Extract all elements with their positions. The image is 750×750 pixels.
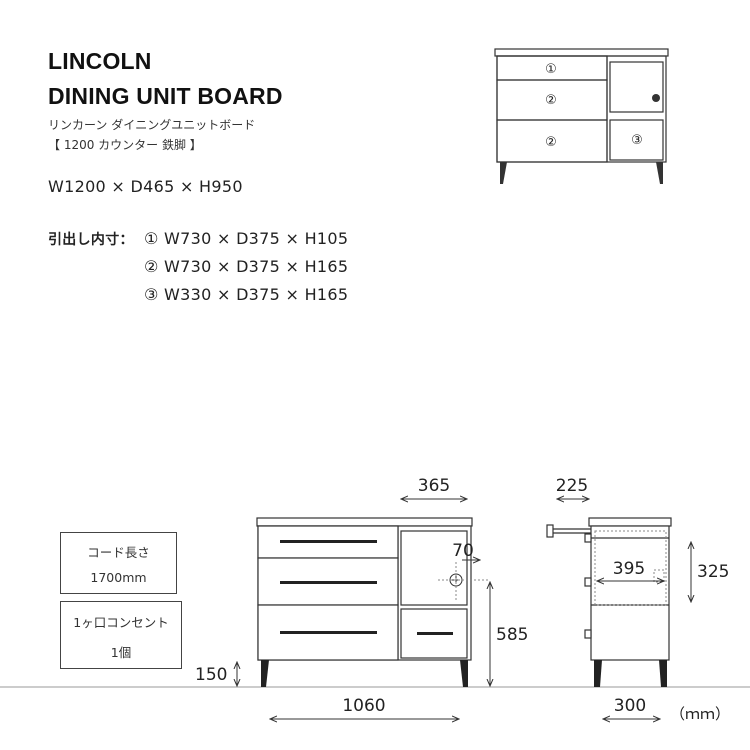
side-inner-space xyxy=(594,530,667,606)
front-top-board xyxy=(256,517,473,527)
dim-150-label: 150 xyxy=(195,665,227,685)
thumb-label-3: ③ xyxy=(631,133,643,148)
handle-2a xyxy=(280,581,377,584)
dim-70-label: 70 xyxy=(452,541,474,561)
dim-395-label: 395 xyxy=(613,559,645,579)
dim-300-label: 300 xyxy=(614,696,646,716)
front-leg-right xyxy=(460,660,468,687)
handle-1 xyxy=(280,540,377,543)
side-outlet-mark xyxy=(653,569,665,583)
dim-325-label: 325 xyxy=(697,562,729,582)
front-leg-left xyxy=(261,660,269,687)
side-leg-right xyxy=(659,660,667,687)
side-handle-2 xyxy=(584,577,592,587)
thumb-drawer-3 xyxy=(609,119,664,161)
product-variant: 【 1200 カウンター 鉄脚 】 xyxy=(48,138,202,152)
thumb-leg-right xyxy=(656,162,663,184)
thumb-label-1: ① xyxy=(545,62,557,77)
thumb-label-2a: ② xyxy=(545,93,557,108)
outlet-box: 1ヶ口コンセント 1個 xyxy=(60,601,182,669)
dim-225-label: 225 xyxy=(556,476,588,496)
drawer-inner-label: 引出し内寸： xyxy=(48,232,134,248)
drawer-size-3: ③ W330 × D375 × H165 xyxy=(144,285,349,304)
cord-length-title: コード長さ xyxy=(87,545,150,560)
outlet-title: 1ヶ口コンセント xyxy=(73,615,169,630)
handle-2b xyxy=(280,631,377,634)
side-handle-1 xyxy=(584,533,592,543)
dim-365-label: 365 xyxy=(418,476,450,496)
overall-dimensions: W1200 × D465 × H950 xyxy=(48,177,243,196)
side-handle-3 xyxy=(584,629,592,639)
side-body xyxy=(590,525,670,661)
product-subtitle-en: DINING UNIT BOARD xyxy=(48,83,283,109)
cord-length-box: コード長さ 1700mm xyxy=(60,532,177,594)
cord-plug-icon xyxy=(546,524,554,538)
unit-label: （ｍｍ） xyxy=(670,705,730,723)
dim-1060-label: 1060 xyxy=(342,696,385,716)
drawer-size-1: ① W730 × D375 × H105 xyxy=(144,229,349,248)
thumb-drawer-2b xyxy=(496,119,608,163)
thumb-leg-left xyxy=(500,162,507,184)
outlet-count: 1個 xyxy=(110,645,132,660)
thumb-open-shelf xyxy=(609,61,664,113)
product-name-kana: リンカーン ダイニングユニットボード xyxy=(48,118,256,132)
drawer-size-2: ② W730 × D375 × H165 xyxy=(144,257,349,276)
dim-585-label: 585 xyxy=(496,625,528,645)
side-leg-left xyxy=(594,660,602,687)
handle-3 xyxy=(417,632,453,635)
product-title: LINCOLN xyxy=(48,48,152,74)
side-top-board xyxy=(588,517,672,527)
thumb-outlet-icon xyxy=(652,94,660,102)
cord-length-value: 1700mm xyxy=(90,570,147,585)
thumb-label-2b: ② xyxy=(545,135,557,150)
